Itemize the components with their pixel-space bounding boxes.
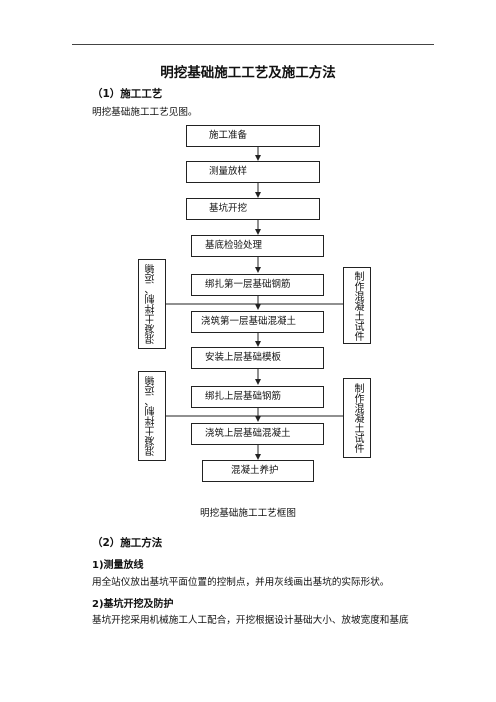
flow-step-base-inspection: 基底检验处理 bbox=[191, 235, 324, 257]
flow-step-curing: 混凝土养护 bbox=[202, 460, 314, 482]
subsection-heading: 2)基坑开挖及防护 bbox=[92, 599, 174, 610]
flow-step-concrete-upper: 浇筑上层基础混凝土 bbox=[191, 423, 324, 445]
flow-step-rebar-first: 绑扎第一层基础钢筋 bbox=[191, 274, 324, 296]
section1-heading: （1）施工工艺 bbox=[92, 88, 163, 100]
page-title: 明挖基础施工工艺及施工方法 bbox=[160, 65, 336, 81]
flow-step-survey: 测量放样 bbox=[186, 161, 320, 183]
side-box-test-specimen: 制作混凝土试件 bbox=[343, 378, 371, 458]
flow-step-rebar-upper: 绑扎上层基础钢筋 bbox=[191, 386, 324, 408]
subsection-heading: 1)测量放线 bbox=[92, 560, 144, 571]
flow-step-concrete-first: 浇筑第一层基础混凝土 bbox=[191, 311, 324, 333]
figure-caption: 明挖基础施工工艺框图 bbox=[200, 508, 296, 519]
flow-step-preparation: 施工准备 bbox=[186, 125, 320, 147]
section1-intro: 明挖基础施工工艺见图。 bbox=[92, 107, 198, 118]
side-box-test-specimen: 制作混凝土试件 bbox=[343, 267, 371, 344]
side-box-concrete-mixing: 混凝土拌制、运输 bbox=[138, 371, 166, 461]
side-box-concrete-mixing: 混凝土拌制、运输 bbox=[138, 259, 166, 349]
paragraph: 基坑开挖采用机械施工人工配合，开挖根据设计基础大小、放坡宽度和基底 bbox=[92, 615, 409, 626]
paragraph: 用全站仪放出基坑平面位置的控制点，并用灰线画出基坑的实际形状。 bbox=[92, 577, 390, 588]
header-rule bbox=[72, 44, 434, 45]
flowchart-connectors bbox=[166, 146, 343, 460]
flow-step-formwork-upper: 安装上层基础模板 bbox=[191, 347, 324, 369]
section2-heading: （2）施工方法 bbox=[92, 537, 163, 549]
flow-step-excavation: 基坑开挖 bbox=[186, 198, 320, 220]
